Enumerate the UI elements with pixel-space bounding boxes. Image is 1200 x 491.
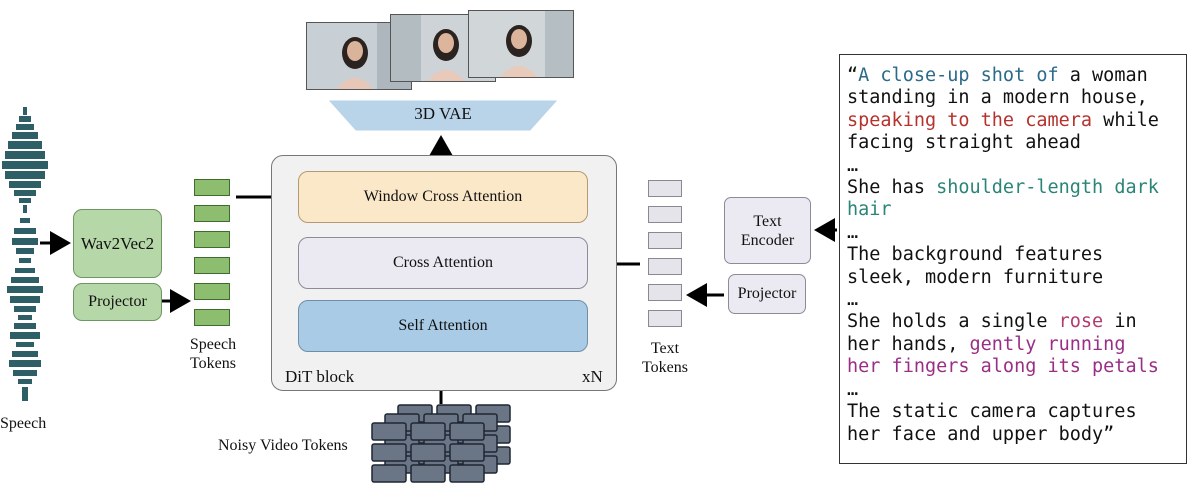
self-attention-box: Self Attention [298, 300, 588, 352]
window-cross-attention-label: Window Cross Attention [363, 188, 523, 205]
vae-trapezoid [328, 100, 558, 131]
prompt-text: facing straight ahead [847, 132, 1081, 154]
text-token [648, 258, 682, 275]
prompt-text: The static camera captures [847, 401, 1137, 423]
text-prompt-box: “A close-up shot of a woman standing in … [839, 54, 1187, 464]
prompt-text: She holds a single [847, 311, 1059, 333]
prompt-text: her face and upper body” [847, 423, 1115, 445]
prompt-text: while [1092, 109, 1159, 131]
text-token [648, 180, 682, 197]
text-projector-box: Projector [728, 274, 806, 314]
text-token [648, 206, 682, 223]
prompt-text: … [847, 154, 859, 176]
speech-token [194, 179, 230, 196]
speech-token [194, 205, 230, 222]
dit-block-label: DiT block [285, 367, 355, 386]
text-token [648, 310, 682, 327]
prompt-highlight: her fingers along its petals [847, 356, 1159, 378]
repeat-count-label: xN [582, 367, 603, 386]
speech-waveform [2, 107, 48, 401]
prompt-highlight: hair [847, 199, 892, 221]
cross-attention-label: Cross Attention [392, 254, 493, 271]
speech-token [194, 257, 230, 274]
noisy-video-tokens-stack [371, 404, 511, 483]
prompt-text: The background features [847, 244, 1104, 266]
wav2vec2-label: Wav2Vec2 [80, 233, 155, 253]
text-encoder-label: Text Encoder [740, 212, 795, 249]
speech-token [194, 283, 230, 300]
speech-projector-label: Projector [88, 293, 147, 310]
speech-token [194, 309, 230, 326]
prompt-text: … [847, 221, 859, 243]
text-token [648, 284, 682, 301]
speech-projector-box: Projector [73, 283, 162, 321]
window-cross-attention-box: Window Cross Attention [298, 171, 588, 223]
wav2vec2-box: Wav2Vec2 [73, 209, 162, 278]
text-tokens-label: Text Tokens [642, 340, 688, 376]
prompt-text: “ [847, 65, 859, 86]
vae-label: 3D VAE [414, 104, 472, 123]
self-attention-label: Self Attention [398, 317, 488, 334]
noisy-video-tokens-label: Noisy Video Tokens [218, 437, 348, 454]
woman-portrait-icon [469, 11, 573, 77]
prompt-highlight: A close-up shot of [858, 65, 1059, 86]
text-encoder-box: Text Encoder [724, 197, 811, 264]
text-token [648, 232, 682, 249]
prompt-text: a woman [1058, 65, 1148, 86]
prompt-text: in [1103, 311, 1137, 333]
cross-attention-box: Cross Attention [298, 237, 588, 289]
output-frame-3 [468, 10, 574, 78]
prompt-text: standing in a modern house, [847, 87, 1148, 109]
prompt-highlight: shoulder-length dark [936, 177, 1159, 199]
prompt-highlight: speaking to the camera [847, 109, 1093, 131]
prompt-text: her hands, [847, 333, 970, 355]
prompt-highlight: gently running [969, 333, 1126, 355]
speech-label: Speech [0, 415, 47, 432]
text-projector-label: Projector [737, 285, 797, 302]
speech-tokens-label: Speech Tokens [189, 336, 237, 372]
prompt-text: sleek, modern furniture [847, 266, 1104, 288]
prompt-text: … [847, 289, 859, 311]
prompt-text: She has [847, 177, 937, 199]
speech-token [194, 231, 230, 248]
prompt-text: … [847, 378, 859, 400]
prompt-highlight: rose [1058, 311, 1104, 333]
